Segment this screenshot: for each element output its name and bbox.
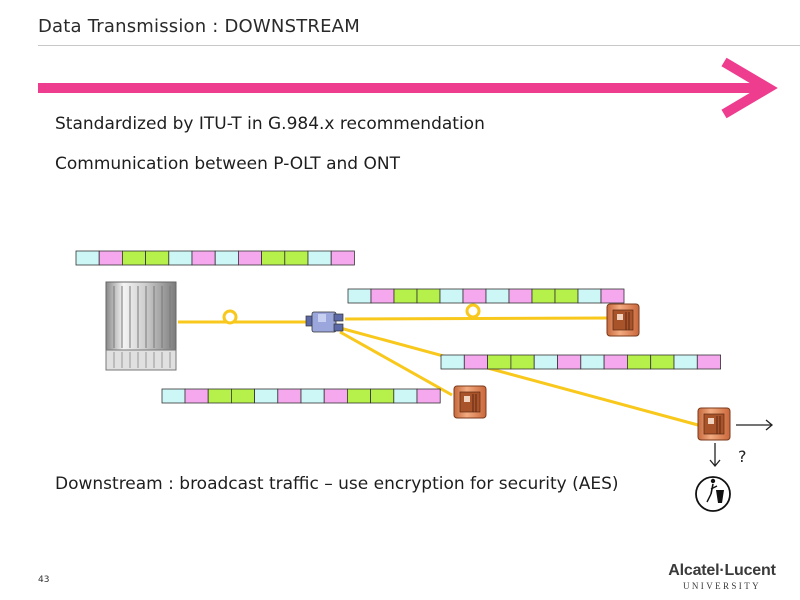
trash-icon bbox=[695, 476, 731, 512]
fiber-loop-left bbox=[222, 309, 238, 325]
frame-cell bbox=[254, 388, 279, 404]
bullet-standard: Standardized by ITU-T in G.984.x recomme… bbox=[55, 114, 485, 134]
slide-title: Data Transmission : DOWNSTREAM bbox=[38, 16, 360, 37]
downstream-arrow bbox=[38, 57, 778, 119]
frame-cell bbox=[145, 250, 170, 266]
frame-cell bbox=[487, 354, 512, 370]
frame-cell bbox=[370, 288, 395, 304]
frame-cell bbox=[510, 354, 535, 370]
frame-cell bbox=[230, 388, 255, 404]
fiber-to-ont2 bbox=[339, 330, 453, 397]
discard-arrow-icon bbox=[709, 443, 721, 468]
frame-cell bbox=[463, 354, 488, 370]
frame-cell bbox=[284, 250, 309, 266]
frame-cell bbox=[214, 250, 239, 266]
title-divider bbox=[38, 45, 800, 46]
ont-icon bbox=[453, 385, 487, 419]
company-logo: Alcatel·Lucent UNIVERSITY bbox=[667, 562, 777, 591]
frame-cell bbox=[330, 250, 355, 266]
frame-cell bbox=[307, 250, 332, 266]
frame-cell bbox=[650, 354, 675, 370]
frame-cell bbox=[673, 354, 698, 370]
frame-cell bbox=[237, 250, 262, 266]
fiber-loop-right bbox=[465, 303, 481, 319]
frame-cell bbox=[603, 354, 628, 370]
frame-cell bbox=[440, 354, 465, 370]
forward-arrow-icon bbox=[736, 419, 774, 431]
frame-cell bbox=[370, 388, 395, 404]
frame-ont3 bbox=[440, 354, 721, 370]
fiber-lines bbox=[178, 316, 699, 427]
frame-cell bbox=[696, 354, 721, 370]
ont-icon bbox=[697, 407, 731, 441]
frame-cell bbox=[554, 288, 579, 304]
frame-cell bbox=[161, 388, 186, 404]
bullet-broadcast: Downstream : broadcast traffic – use enc… bbox=[55, 474, 619, 494]
frame-cell bbox=[261, 250, 286, 266]
frame-cell bbox=[122, 250, 147, 266]
frame-cell bbox=[600, 288, 625, 304]
page-number: 43 bbox=[38, 575, 50, 585]
splitter-icon bbox=[305, 311, 344, 333]
frame-cell bbox=[346, 388, 371, 404]
frame-ont1 bbox=[347, 288, 625, 304]
frame-cell bbox=[439, 288, 464, 304]
bullet-communication: Communication between P-OLT and ONT bbox=[55, 154, 400, 174]
frame-cell bbox=[184, 388, 209, 404]
frame-cell bbox=[557, 354, 582, 370]
frame-cell bbox=[577, 288, 602, 304]
frame-cell bbox=[300, 388, 325, 404]
frame-cell bbox=[323, 388, 348, 404]
frame-cell bbox=[462, 288, 487, 304]
olt-rack-icon bbox=[105, 281, 177, 371]
frame-cell bbox=[580, 354, 605, 370]
frame-cell bbox=[347, 288, 372, 304]
frame-cell bbox=[98, 250, 123, 266]
frame-cell bbox=[508, 288, 533, 304]
logo-main-text: Alcatel·Lucent bbox=[668, 562, 776, 579]
frame-cell bbox=[191, 250, 216, 266]
frame-cell bbox=[627, 354, 652, 370]
fiber-to-ont3 bbox=[339, 326, 699, 427]
frame-cell bbox=[416, 288, 441, 304]
frame-top bbox=[75, 250, 355, 266]
frame-cell bbox=[168, 250, 193, 266]
frame-ont2 bbox=[161, 388, 441, 404]
fiber-to-ont1 bbox=[344, 316, 611, 321]
frame-cell bbox=[277, 388, 302, 404]
question-mark: ? bbox=[738, 447, 747, 466]
frame-cell bbox=[416, 388, 441, 404]
frame-cell bbox=[393, 388, 418, 404]
frame-cell bbox=[207, 388, 232, 404]
frame-cell bbox=[533, 354, 558, 370]
logo-sub-text: UNIVERSITY bbox=[683, 581, 761, 591]
frame-cell bbox=[75, 250, 100, 266]
ont-icon bbox=[606, 303, 640, 337]
frame-cell bbox=[393, 288, 418, 304]
frame-cell bbox=[485, 288, 510, 304]
frame-cell bbox=[531, 288, 556, 304]
